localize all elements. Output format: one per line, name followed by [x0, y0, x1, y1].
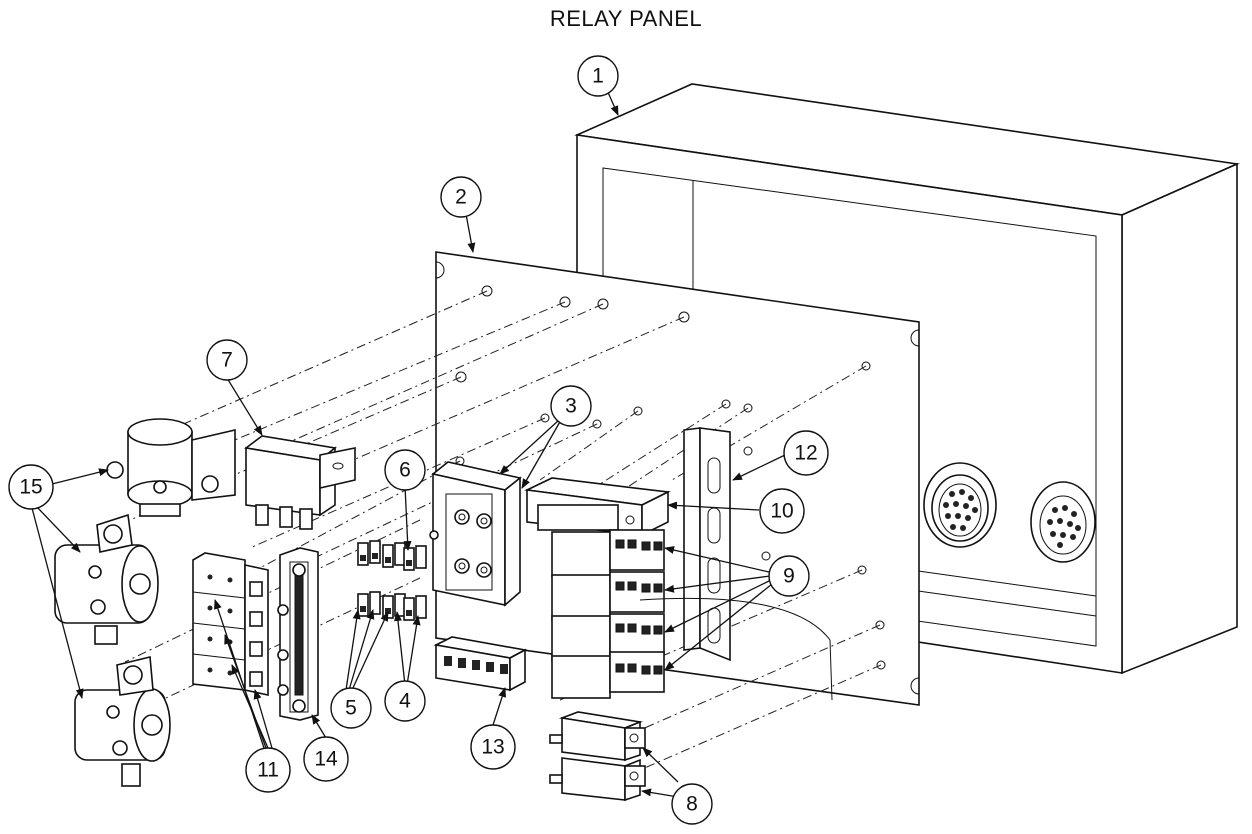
callout-label: 12 [794, 442, 817, 465]
fuse-holder [429, 461, 522, 607]
callout-4: 4 [384, 680, 426, 722]
connector-right [1030, 481, 1096, 563]
callout-label: 11 [257, 759, 279, 782]
callout-label: 3 [565, 395, 577, 418]
callout-label: 10 [770, 500, 793, 523]
callout-label: 6 [399, 459, 411, 482]
callout-label: 8 [686, 793, 698, 816]
relay-row [551, 529, 665, 578]
relay-row [551, 571, 665, 621]
callout-7: 7 [206, 339, 248, 381]
relay-base [524, 477, 671, 537]
callout-8: 8 [671, 783, 713, 825]
callout-11: 11 [245, 747, 291, 793]
leader-lines [31, 89, 786, 798]
wire [639, 597, 833, 701]
flasher-relay [244, 435, 356, 530]
fuses [357, 540, 427, 621]
callout-6: 6 [384, 449, 426, 491]
bus-bar [277, 547, 319, 721]
diagram-title: RELAY PANEL [549, 6, 703, 31]
callout-13: 13 [470, 724, 516, 770]
callout-label: 5 [345, 697, 357, 720]
terminal-blocks [192, 552, 269, 696]
callout-label: 2 [455, 186, 467, 209]
callout-label: 7 [221, 349, 233, 372]
callout-label: 15 [19, 476, 42, 499]
callout-label: 13 [481, 736, 504, 759]
callout-14: 14 [303, 736, 349, 782]
callout-5: 5 [330, 687, 372, 729]
relay-row [551, 613, 665, 662]
din-rail [683, 427, 731, 662]
callout-label: 4 [399, 690, 411, 713]
callout-9: 9 [768, 555, 810, 597]
callout-10: 10 [759, 488, 805, 534]
callout-label: 1 [592, 65, 604, 88]
connector-left [923, 462, 997, 548]
solenoid-bottom [74, 656, 171, 787]
callout-label: 9 [783, 565, 795, 588]
assembly-center-lines [124, 290, 882, 771]
relay-row [551, 651, 665, 699]
callout-label: 14 [314, 748, 338, 771]
callout-1: 1 [577, 55, 619, 97]
callout-3: 3 [550, 385, 592, 427]
callout-15: 15 [8, 464, 54, 510]
loose-relays [549, 711, 646, 802]
solenoid-top [106, 418, 236, 517]
callout-12: 12 [783, 430, 829, 476]
relay-stack [551, 529, 665, 699]
solenoid-middle [54, 513, 159, 645]
callout-2: 2 [440, 176, 482, 218]
terminal-strip [433, 636, 528, 692]
